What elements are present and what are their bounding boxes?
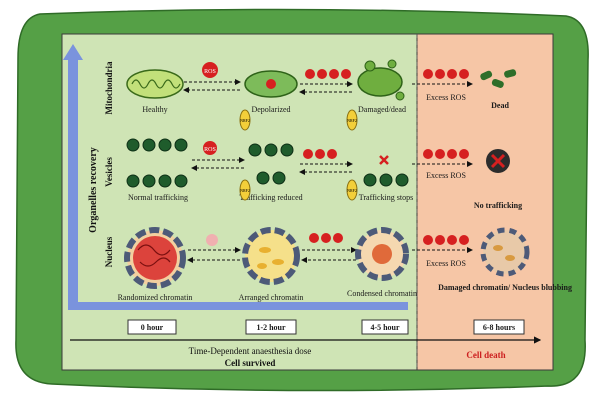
ros-chain-excess-vesicles [423,149,469,159]
timeline-box-1: 1-2 hour [245,319,297,335]
cell-death-label: Cell death [466,350,505,360]
label-healthy: Healthy [142,105,167,114]
nucleus-randomized [124,227,186,289]
nrf2-badge: NRF2 [239,109,251,131]
ros-badge: ROS [202,62,218,78]
label-excess-ros-nucleus: Excess ROS [426,259,466,268]
label-condensed-chromatin: Condensed chromatin [347,289,417,298]
nrf2-badge: NRF2 [239,179,251,201]
label-damaged-dead: Damaged/dead [358,105,406,114]
label-trafficking-stops: Trafficking stops [359,193,413,202]
ros-chain-excess-nucleus [423,235,469,245]
mito-dead-fragments [480,69,517,88]
row-label-nucleus: Nucleus [104,236,114,267]
mito-damaged [357,59,405,101]
svg-text:NRF2: NRF2 [240,118,250,123]
no-entry-icon [486,149,510,173]
death-region [416,33,554,371]
ros-chain [303,149,337,159]
svg-text:ROS: ROS [204,147,216,153]
svg-text:4-5 hour: 4-5 hour [370,323,400,332]
mito-healthy [126,69,184,99]
svg-text:6-8 hours: 6-8 hours [483,323,515,332]
label-dead: Dead [491,101,509,110]
nrf2-badge: NRF2 [346,109,358,131]
row-label-vesicles: Vesicles [104,157,114,187]
mito-depolarized [244,70,298,98]
nucleus-condensed [355,227,409,281]
label-trafficking-reduced: Trafficking reduced [239,193,302,202]
y-axis-bar [68,58,78,306]
timeline-box-0: 0 hour [127,319,177,335]
timeline-box-3: 6-8 hours [473,319,525,335]
nrf2-badge: NRF2 [346,179,358,201]
label-excess-ros-mito: Excess ROS [426,93,466,102]
label-randomized-chromatin: Randomized chromatin [118,293,193,302]
label-normal-trafficking: Normal trafficking [128,193,188,202]
cell-survived-label: Cell survived [225,358,276,368]
label-excess-ros-vesicles: Excess ROS [426,171,466,180]
x-axis-bar [68,302,408,310]
ros-chain [305,69,351,79]
ros-badge-vesicles: ROS [203,141,217,155]
label-depolarized: Depolarized [251,105,290,114]
svg-text:NRF2: NRF2 [347,188,357,193]
ros-chain-excess-mito [423,69,469,79]
vesicles-stopped [363,173,409,187]
vesicles-normal [126,138,188,188]
dose-label: Time-Dependent anaesthesia dose [189,346,312,356]
timeline-box-2: 4-5 hour [361,319,409,335]
svg-text:NRF2: NRF2 [347,118,357,123]
label-damaged-chromatin: Damaged chromatin/ Nucleus blubbing [438,283,572,292]
svg-text:0 hour: 0 hour [141,323,164,332]
label-arranged-chromatin: Arranged chromatin [239,293,304,302]
row-label-mitochondria: Mitochondria [104,61,114,114]
label-no-trafficking: No trafficking [474,201,522,210]
svg-text:1-2 hour: 1-2 hour [256,323,286,332]
y-axis-title: Organelles recovery [88,147,99,233]
vesicles-reduced [248,143,294,185]
nucleus-arranged [242,227,300,285]
svg-text:NRF2: NRF2 [240,188,250,193]
nucleus-damaged [480,227,530,277]
cross-icon [379,155,389,165]
ros-chain [309,233,343,243]
ros-burst-faint [206,234,218,246]
y-axis-arrowhead [63,44,83,60]
svg-text:ROS: ROS [204,69,216,75]
